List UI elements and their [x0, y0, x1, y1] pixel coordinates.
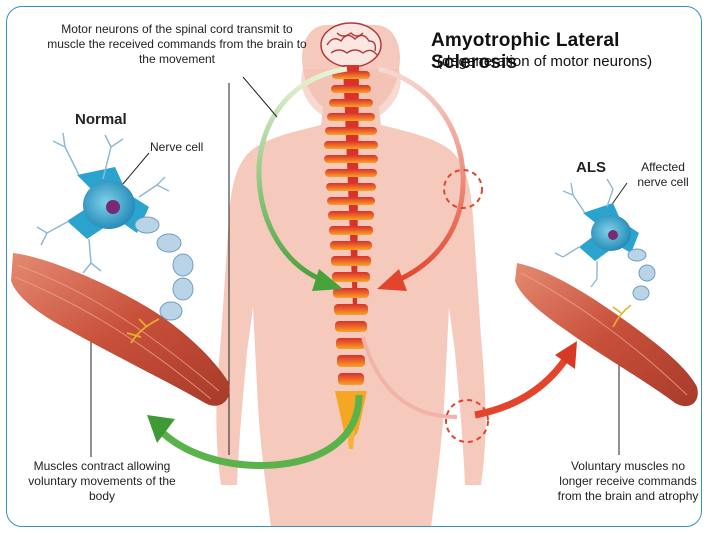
illustration — [7, 7, 702, 527]
label-muscles-contract: Muscles contract allowing voluntary move… — [23, 459, 181, 504]
muscle-normal — [11, 253, 230, 406]
label-affected-nerve-cell: Affected nerve cell — [628, 160, 698, 190]
label-als: ALS — [576, 159, 606, 176]
label-voluntary-muscles: Voluntary muscles no longer receive comm… — [553, 459, 702, 504]
brain — [321, 23, 381, 67]
label-normal: Normal — [75, 111, 127, 128]
diagram-subtitle: (degeneration of motor neurons) — [437, 53, 652, 70]
label-motor-neurons: Motor neurons of the spinal cord transmi… — [47, 22, 307, 67]
label-nerve-cell: Nerve cell — [150, 140, 203, 154]
diagram-frame: Amyotrophic Lateral Sclerosis (degenerat… — [6, 6, 702, 527]
